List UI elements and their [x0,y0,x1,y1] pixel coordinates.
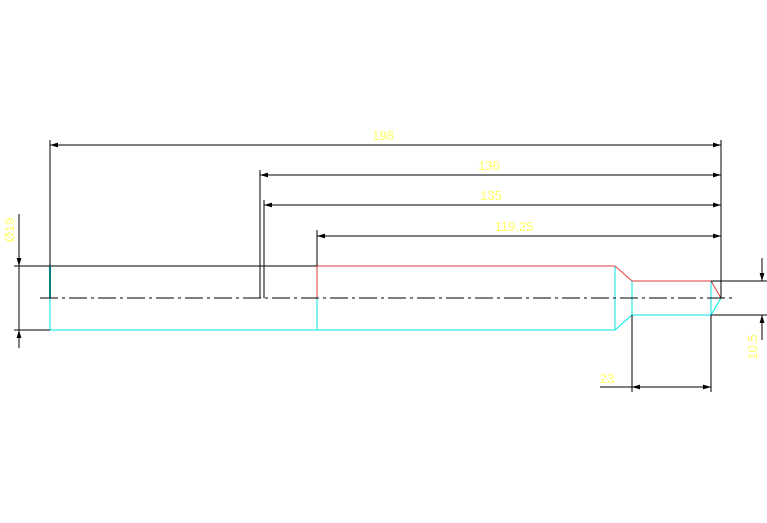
extension-lines [14,140,767,392]
dim-label-136: 136 [478,158,500,173]
dim-label-diameter: Ø19 [2,218,17,243]
dim-label-119: 119.25 [495,219,534,234]
chamfer-bottom [614,314,633,331]
tip-top [710,280,722,299]
tip-bottom [710,297,722,316]
dim-label-135: 135 [480,188,502,203]
dim-label-small-diameter: 10.5 [745,334,760,359]
dim-label-overall: 198 [372,128,394,143]
dim-label-neck-length: 23 [600,371,614,386]
shaft-outline [49,265,722,331]
dimension-lines [16,142,765,390]
dimension-labels: 198 136 135 119.25 Ø19 10.5 23 [2,128,760,386]
chamfer-top [614,265,633,282]
